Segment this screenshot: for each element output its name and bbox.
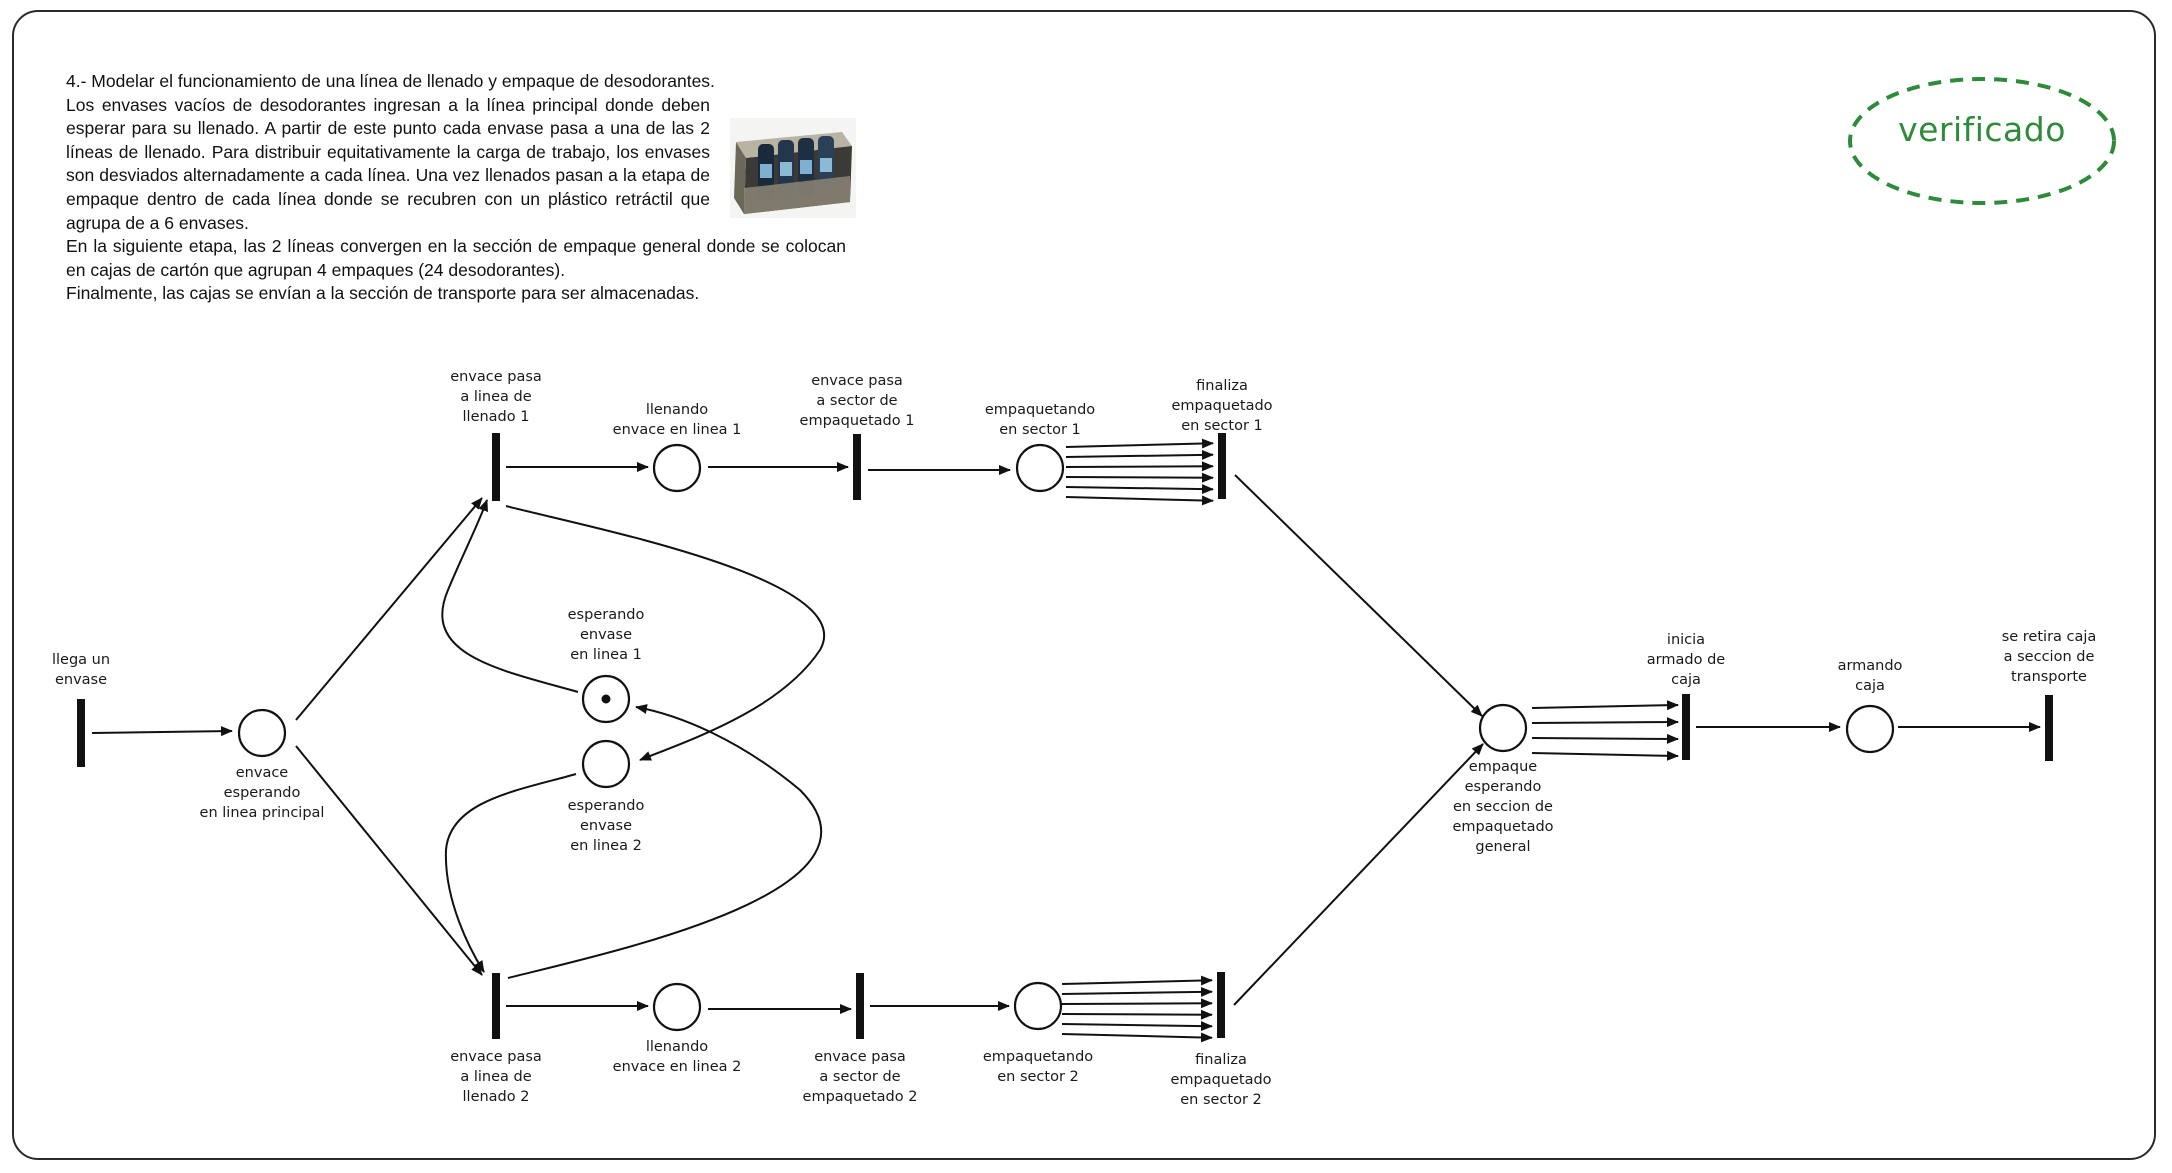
label-place-fill2: llenando envace en linea 2 xyxy=(612,1039,742,1075)
transition-sector2 xyxy=(856,973,864,1039)
arc-pack1-to-finish1-3 xyxy=(1065,461,1214,472)
arc-pack1-to-finish1-6 xyxy=(1065,495,1214,506)
problem-paragraph-1: Los envases vacíos de desodorantes ingre… xyxy=(66,94,710,233)
arc-pack1-to-finish1-2 xyxy=(1065,449,1214,460)
arc-pack1-to-finish1-4 xyxy=(1065,472,1214,483)
problem-title: 4.- Modelar el funcionamiento de una lín… xyxy=(66,71,715,91)
arc-wait1-to-line1 xyxy=(441,499,579,693)
label-transition-finish1: finaliza empaquetado en sector 1 xyxy=(1171,378,1273,434)
label-transition-box: inicia armado de caja xyxy=(1646,632,1726,688)
place-fill2 xyxy=(652,982,702,1032)
transition-transport xyxy=(2045,695,2053,761)
nodes-layer xyxy=(77,433,2053,1039)
label-transition-line2: envace pasa a linea de llenado 2 xyxy=(450,1049,542,1105)
label-place-building: armando caja xyxy=(1837,658,1903,694)
label-place-wait2: esperando envase en linea 2 xyxy=(567,798,645,854)
label-transition-sector1: envace pasa a sector de empaquetado 1 xyxy=(799,373,915,429)
arc-general-to-box-4 xyxy=(1531,750,1679,761)
token xyxy=(601,694,611,704)
arc-general-to-box-2 xyxy=(1531,717,1679,728)
problem-paragraph-2: En la siguiente etapa, las 2 líneas conv… xyxy=(66,236,846,280)
label-place-general: empaque esperando en seccion de empaquet… xyxy=(1452,759,1554,855)
label-transition-transport: se retira caja a seccion de transporte xyxy=(2001,629,2097,685)
problem-statement: 4.- Modelar el funcionamiento de una lín… xyxy=(66,70,846,306)
arc-pack1-to-finish1-5 xyxy=(1065,484,1214,495)
place-building xyxy=(1845,704,1895,754)
arc-pack2-to-finish2-6 xyxy=(1061,1032,1213,1043)
arc-pack2-to-finish2-4 xyxy=(1061,1009,1213,1020)
label-place-fill1: llenando envace en linea 1 xyxy=(612,402,742,438)
place-pack2 xyxy=(1013,981,1063,1031)
problem-paragraph-3: Finalmente, las cajas se envían a la sec… xyxy=(66,283,700,304)
label-place-pack2: empaquetando en sector 2 xyxy=(982,1049,1094,1085)
arc-general-to-box-1 xyxy=(1531,700,1679,711)
label-transition-arrival: llega un envase xyxy=(51,652,111,688)
place-main xyxy=(237,708,287,758)
arc-main-to-line1 xyxy=(295,497,483,721)
label-transition-sector2: envace pasa a sector de empaquetado 2 xyxy=(802,1049,918,1105)
transition-line2 xyxy=(492,973,500,1039)
transition-finish2 xyxy=(1217,972,1225,1038)
label-transition-finish2: finaliza empaquetado en sector 2 xyxy=(1170,1052,1272,1108)
arc-pack1-to-finish1-1 xyxy=(1065,438,1214,449)
label-place-main: envace esperando en linea principal xyxy=(199,765,325,821)
place-pack1 xyxy=(1015,443,1065,493)
arc-line1-to-wait2 xyxy=(505,505,825,761)
arc-pack2-to-finish2-2 xyxy=(1061,986,1213,997)
arc-pack2-to-finish2-3 xyxy=(1061,998,1213,1009)
arc-pack2-to-finish2-5 xyxy=(1061,1021,1213,1032)
place-wait2 xyxy=(581,739,631,789)
transition-finish1 xyxy=(1218,433,1226,499)
verified-stamp-outline xyxy=(1848,77,2116,205)
place-fill1 xyxy=(652,443,702,493)
transition-box xyxy=(1682,694,1690,760)
arc-finish1-to-general xyxy=(1234,474,1483,717)
arc-main-to-line2 xyxy=(295,745,483,976)
verified-stamp-text: verificado xyxy=(1898,110,2066,149)
label-place-pack1: empaquetando en sector 1 xyxy=(984,402,1096,438)
label-transition-line1: envace pasa a linea de llenado 1 xyxy=(450,369,542,425)
transition-arrival xyxy=(77,699,85,767)
label-place-wait1: esperando envase en linea 1 xyxy=(567,607,645,663)
place-general xyxy=(1478,703,1528,753)
canvas-frame xyxy=(12,10,2156,1160)
arc-general-to-box-3 xyxy=(1531,733,1679,744)
arc-arrival-to-main xyxy=(91,726,233,737)
arc-line2-to-wait1 xyxy=(507,704,822,979)
transition-sector1 xyxy=(853,434,861,500)
arc-pack2-to-finish2-1 xyxy=(1061,975,1213,986)
arcs-layer xyxy=(91,438,2041,1043)
transition-line1 xyxy=(492,433,500,501)
arc-finish2-to-general xyxy=(1233,743,1484,1006)
arc-wait2-to-line2 xyxy=(444,773,577,973)
deodorant-pack-photo xyxy=(730,118,856,218)
